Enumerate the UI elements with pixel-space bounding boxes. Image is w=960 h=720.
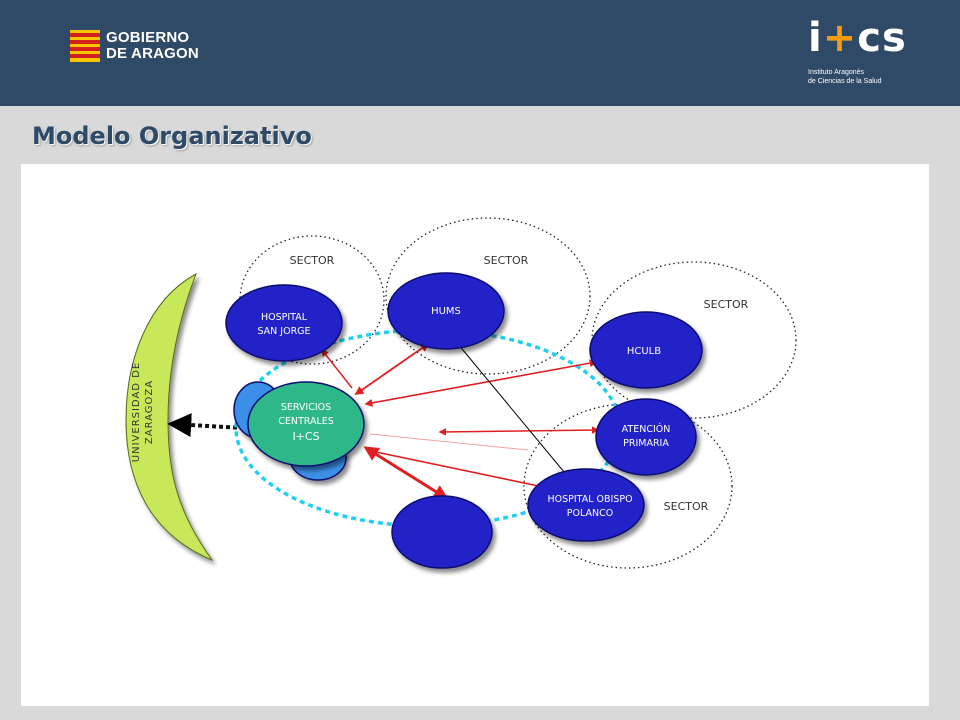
- ap-label-line1: ATENCIÓN: [622, 423, 671, 435]
- header-bar: GOBIERNO DE ARAGON i+cs Instituto Aragon…: [0, 0, 960, 106]
- arrow-central-ap: [438, 426, 600, 436]
- hop-label-line2: POLANCO: [567, 508, 613, 519]
- arrow-central-faded: [369, 433, 529, 451]
- university-link-arrow: [167, 413, 245, 438]
- node-hospital-obispo-polanco: HOSPITAL OBISPO POLANCO: [527, 468, 645, 542]
- aragon-flag-icon: [70, 30, 100, 62]
- node-hculb: HCULB: [589, 311, 703, 389]
- sector-label-1: SECTOR: [290, 254, 335, 267]
- university-label-line2: ZARAGOZA: [144, 380, 155, 444]
- hculb-label: HCULB: [627, 346, 661, 357]
- central-services-node: SERVICIOS CENTRALES I+CS: [247, 381, 365, 467]
- node-atencion-primaria: ATENCIÓN PRIMARIA: [595, 398, 697, 476]
- arrow-central-hums: [354, 342, 430, 396]
- ics-subtitle-line2: de Ciencias de la Salud: [808, 78, 882, 85]
- hsj-label-line2: SAN JORGE: [257, 326, 310, 337]
- central-label-line1: SERVICIOS: [281, 402, 331, 413]
- sector-label-4: SECTOR: [664, 500, 709, 513]
- node-hospital-san-jorge: HOSPITAL SAN JORGE: [225, 284, 343, 362]
- ap-label-line2: PRIMARIA: [623, 438, 669, 449]
- ics-subtitle-line1: Instituto Aragonés: [808, 69, 865, 76]
- arrow-hums-hop: [447, 331, 575, 485]
- arrow-central-hculb: [364, 359, 598, 407]
- sector-ring-polanco: [523, 403, 733, 569]
- sector-label-2: SECTOR: [484, 254, 529, 267]
- arrow-central-hsj: [321, 348, 353, 389]
- sector-ring-san-jorge: [239, 235, 385, 365]
- gov-logo-line2: DE ARAGON: [106, 45, 199, 62]
- sector-label-3: SECTOR: [704, 298, 749, 311]
- central-label-line2: CENTRALES: [278, 416, 334, 427]
- node-hums: HUMS: [387, 272, 505, 350]
- hsj-label-line1: HOSPITAL: [261, 312, 308, 323]
- sector-ring-hums: [385, 217, 591, 375]
- university-crescent: [125, 272, 214, 562]
- ics-logo: i+cs Instituto Aragonés de Ciencias de l…: [808, 18, 918, 92]
- central-label-line3: I+CS: [292, 430, 319, 443]
- diagram-panel: SECTOR SECTOR SECTOR SECTOR UNIVERSIDAD …: [21, 164, 929, 706]
- arrow-central-unnamed: [363, 446, 449, 500]
- organizational-diagram: SECTOR SECTOR SECTOR SECTOR UNIVERSIDAD …: [125, 217, 797, 569]
- gobierno-aragon-logo: GOBIERNO DE ARAGON: [70, 30, 199, 62]
- hums-label: HUMS: [431, 306, 461, 317]
- page-title: Modelo Organizativo: [32, 122, 312, 150]
- university-label-line1: UNIVERSIDAD DE: [131, 362, 142, 462]
- title-band: [12, 106, 938, 162]
- node-unlabeled: [391, 495, 493, 569]
- ics-logo-mark: i+cs: [808, 15, 907, 61]
- hop-label-line1: HOSPITAL OBISPO: [547, 494, 632, 505]
- gov-logo-line1: GOBIERNO: [106, 29, 190, 46]
